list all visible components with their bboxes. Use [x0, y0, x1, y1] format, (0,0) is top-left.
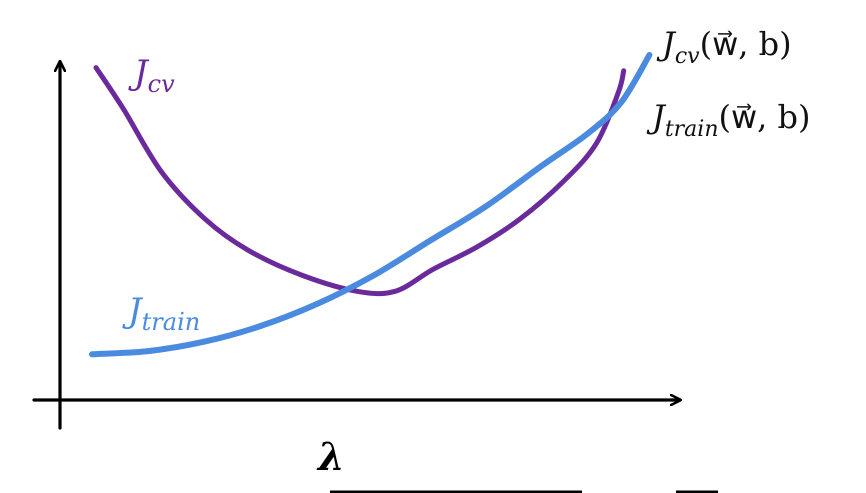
right-label-train-main: J — [646, 98, 667, 136]
right-label-train-args: (w⃗, b) — [719, 98, 811, 136]
right-label-cv-main: J — [656, 25, 677, 63]
right-label-cv: Jcv(w⃗, b) — [656, 25, 792, 69]
x-axis-label: λ — [316, 434, 345, 479]
series-line-train — [89, 52, 653, 358]
right-label-train-sub: train — [665, 117, 719, 142]
inline-label-train-sub: train — [142, 308, 201, 336]
series-line-cv — [93, 65, 627, 297]
inline-label-cv-main: J — [128, 53, 150, 93]
inline-label-train: Jtrain — [122, 291, 200, 336]
inline-label-train-main: J — [122, 291, 144, 331]
inline-label-cv: Jcv — [128, 53, 175, 98]
right-label-cv-sub: cv — [675, 44, 700, 69]
right-label-cv-args: (w⃗, b) — [700, 25, 792, 63]
right-label-train: Jtrain(w⃗, b) — [646, 98, 810, 142]
inline-label-cv-sub: cv — [148, 70, 175, 98]
